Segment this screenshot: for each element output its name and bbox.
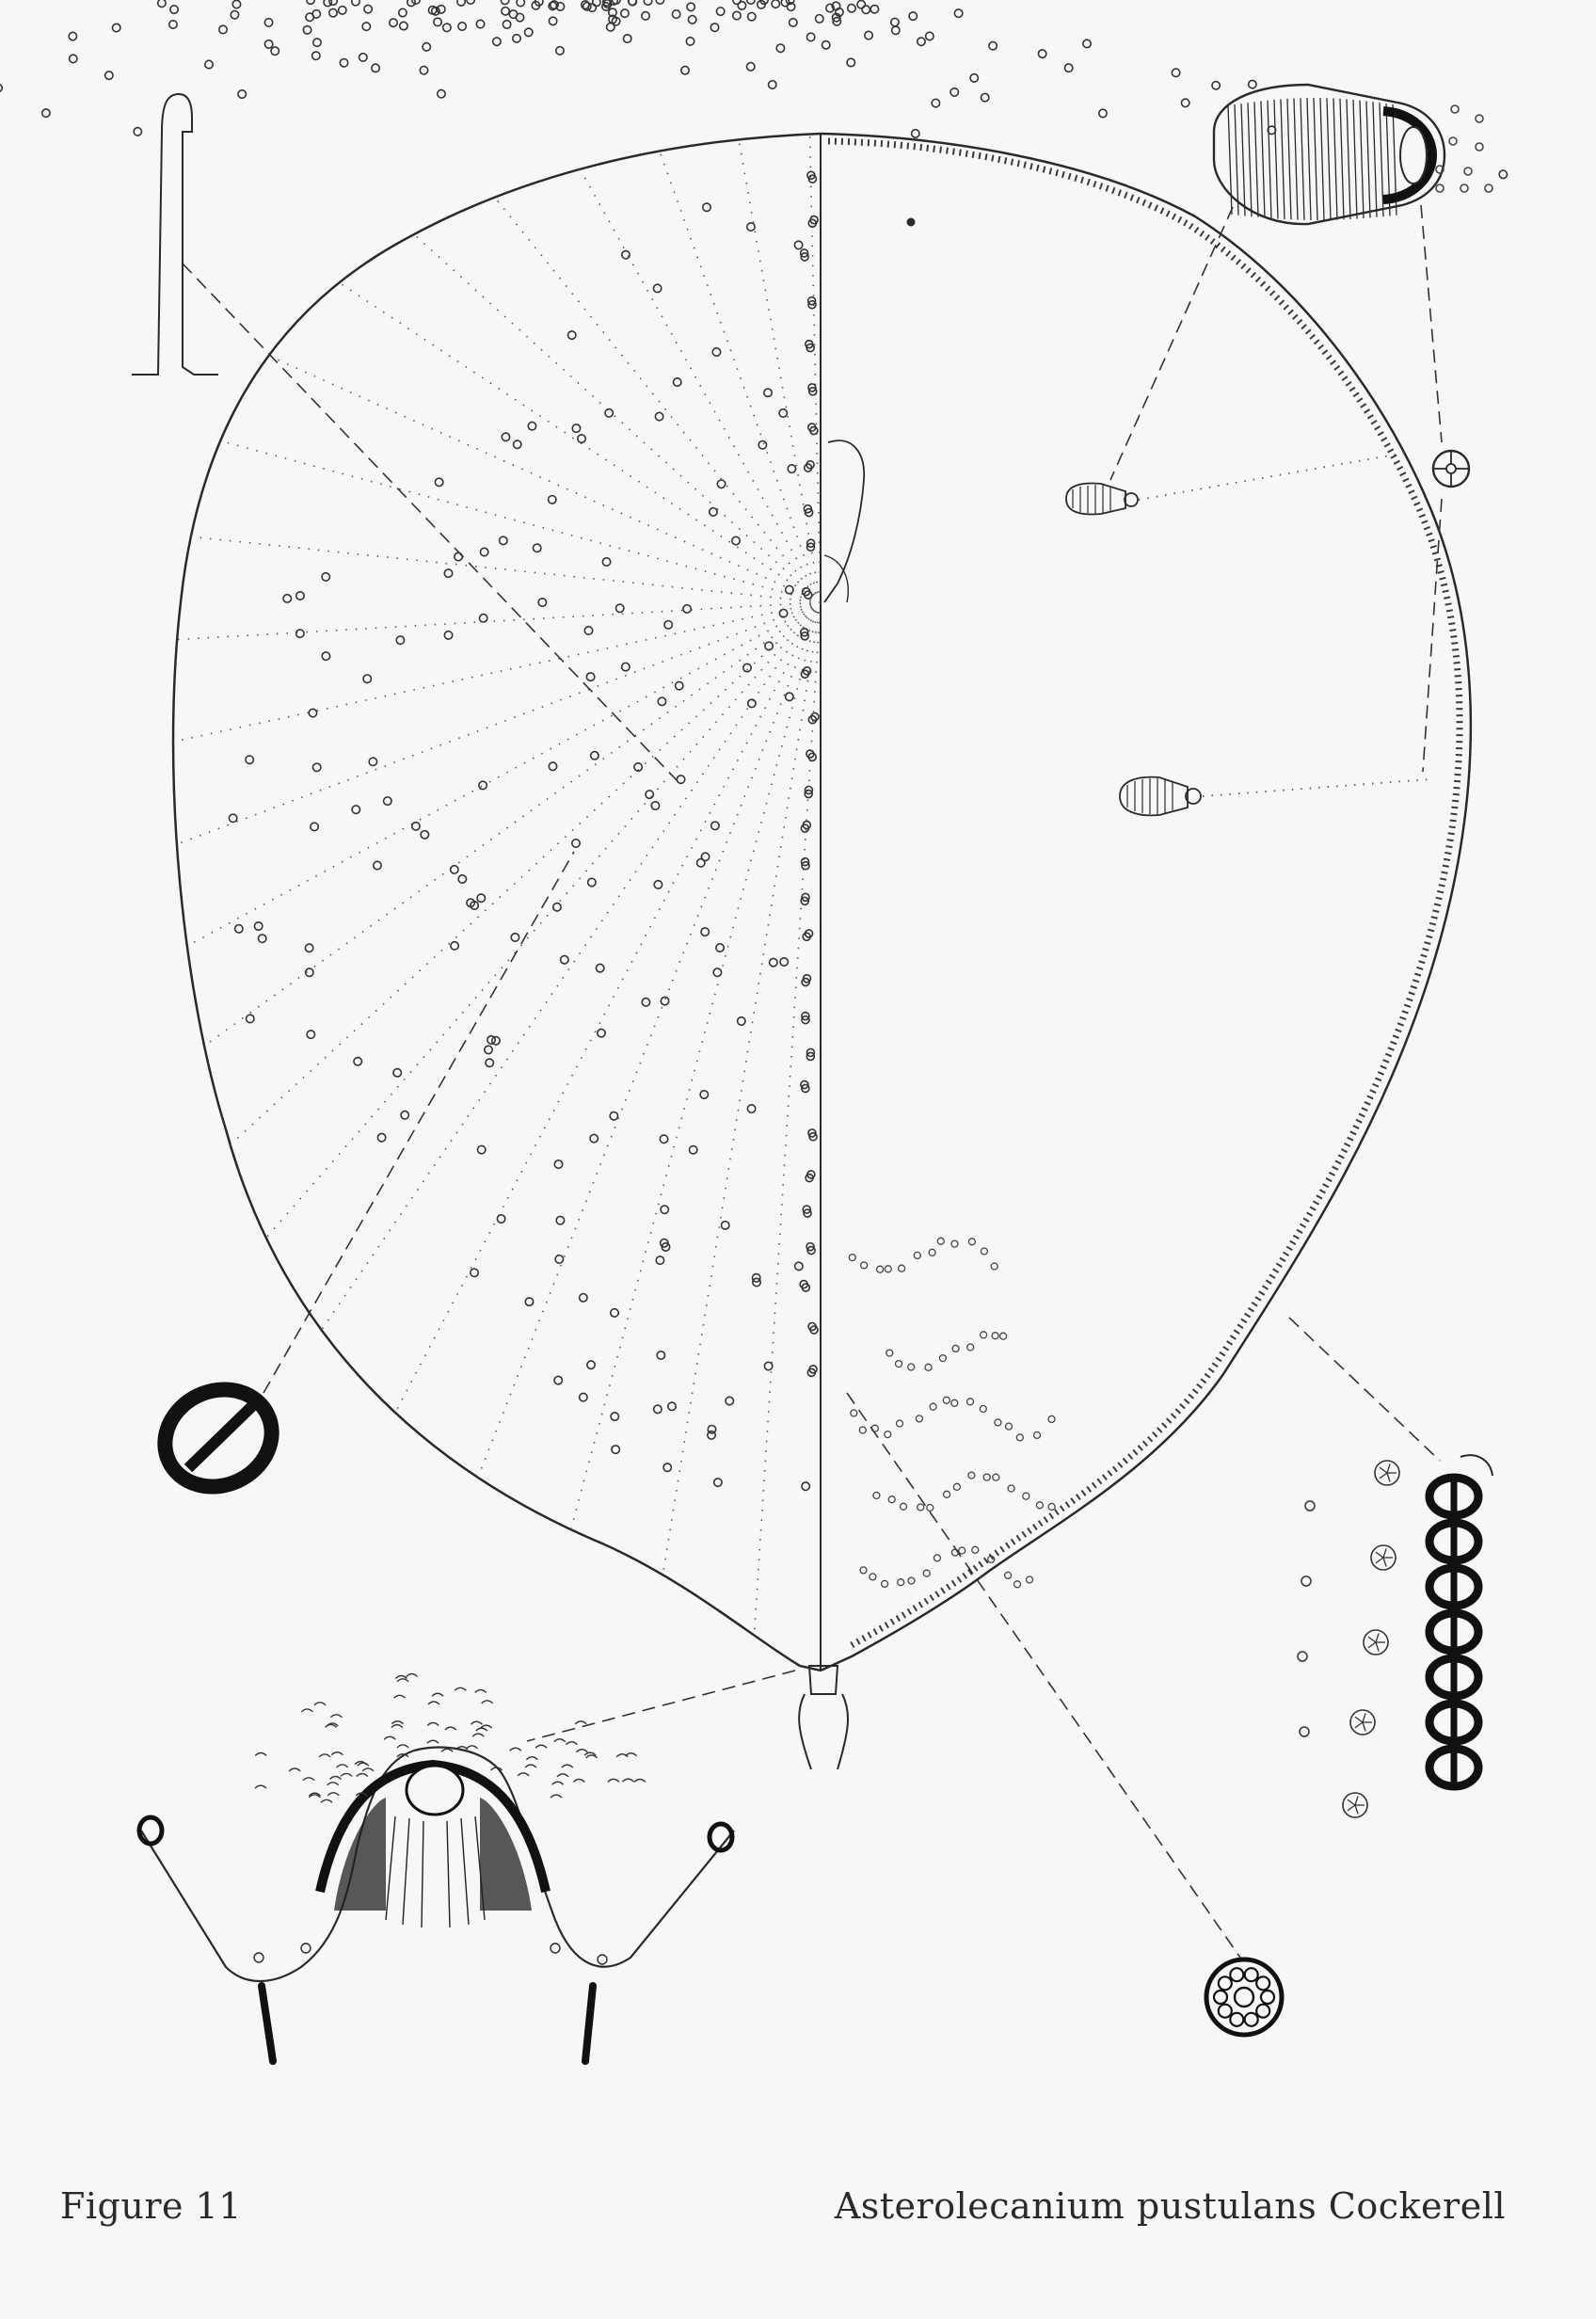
multilocular-pore-detail bbox=[846, 1392, 1285, 2038]
quinquelocular-pores bbox=[1297, 1460, 1400, 1818]
figure-eight-pores bbox=[0, 0, 1508, 1492]
median-pore-row bbox=[799, 170, 820, 1378]
tubular-duct-lower bbox=[1119, 776, 1431, 817]
seta-detail bbox=[132, 92, 678, 782]
anal-ring-detail bbox=[136, 1665, 850, 2065]
eight-shaped-pore-detail bbox=[157, 851, 575, 1495]
marginal-pore-band bbox=[827, 137, 1463, 1649]
body-outline bbox=[171, 132, 1473, 1672]
species-name: Asterolecanium pustulans Cockerell bbox=[834, 2185, 1506, 2227]
figure-label: Figure 11 bbox=[60, 2185, 242, 2227]
rosette-pore-detail bbox=[1431, 449, 1471, 488]
tubular-duct-detail bbox=[1109, 83, 1493, 773]
ventral-disc-pores bbox=[848, 1237, 1056, 1589]
antenna-flap bbox=[823, 440, 865, 603]
marginal-pore-series bbox=[1425, 1473, 1483, 1791]
tubular-duct-upper bbox=[1065, 451, 1412, 516]
antenna-flap-lower bbox=[823, 554, 849, 603]
radiating-ducts bbox=[173, 134, 822, 1657]
spiracle-dot bbox=[906, 217, 916, 227]
